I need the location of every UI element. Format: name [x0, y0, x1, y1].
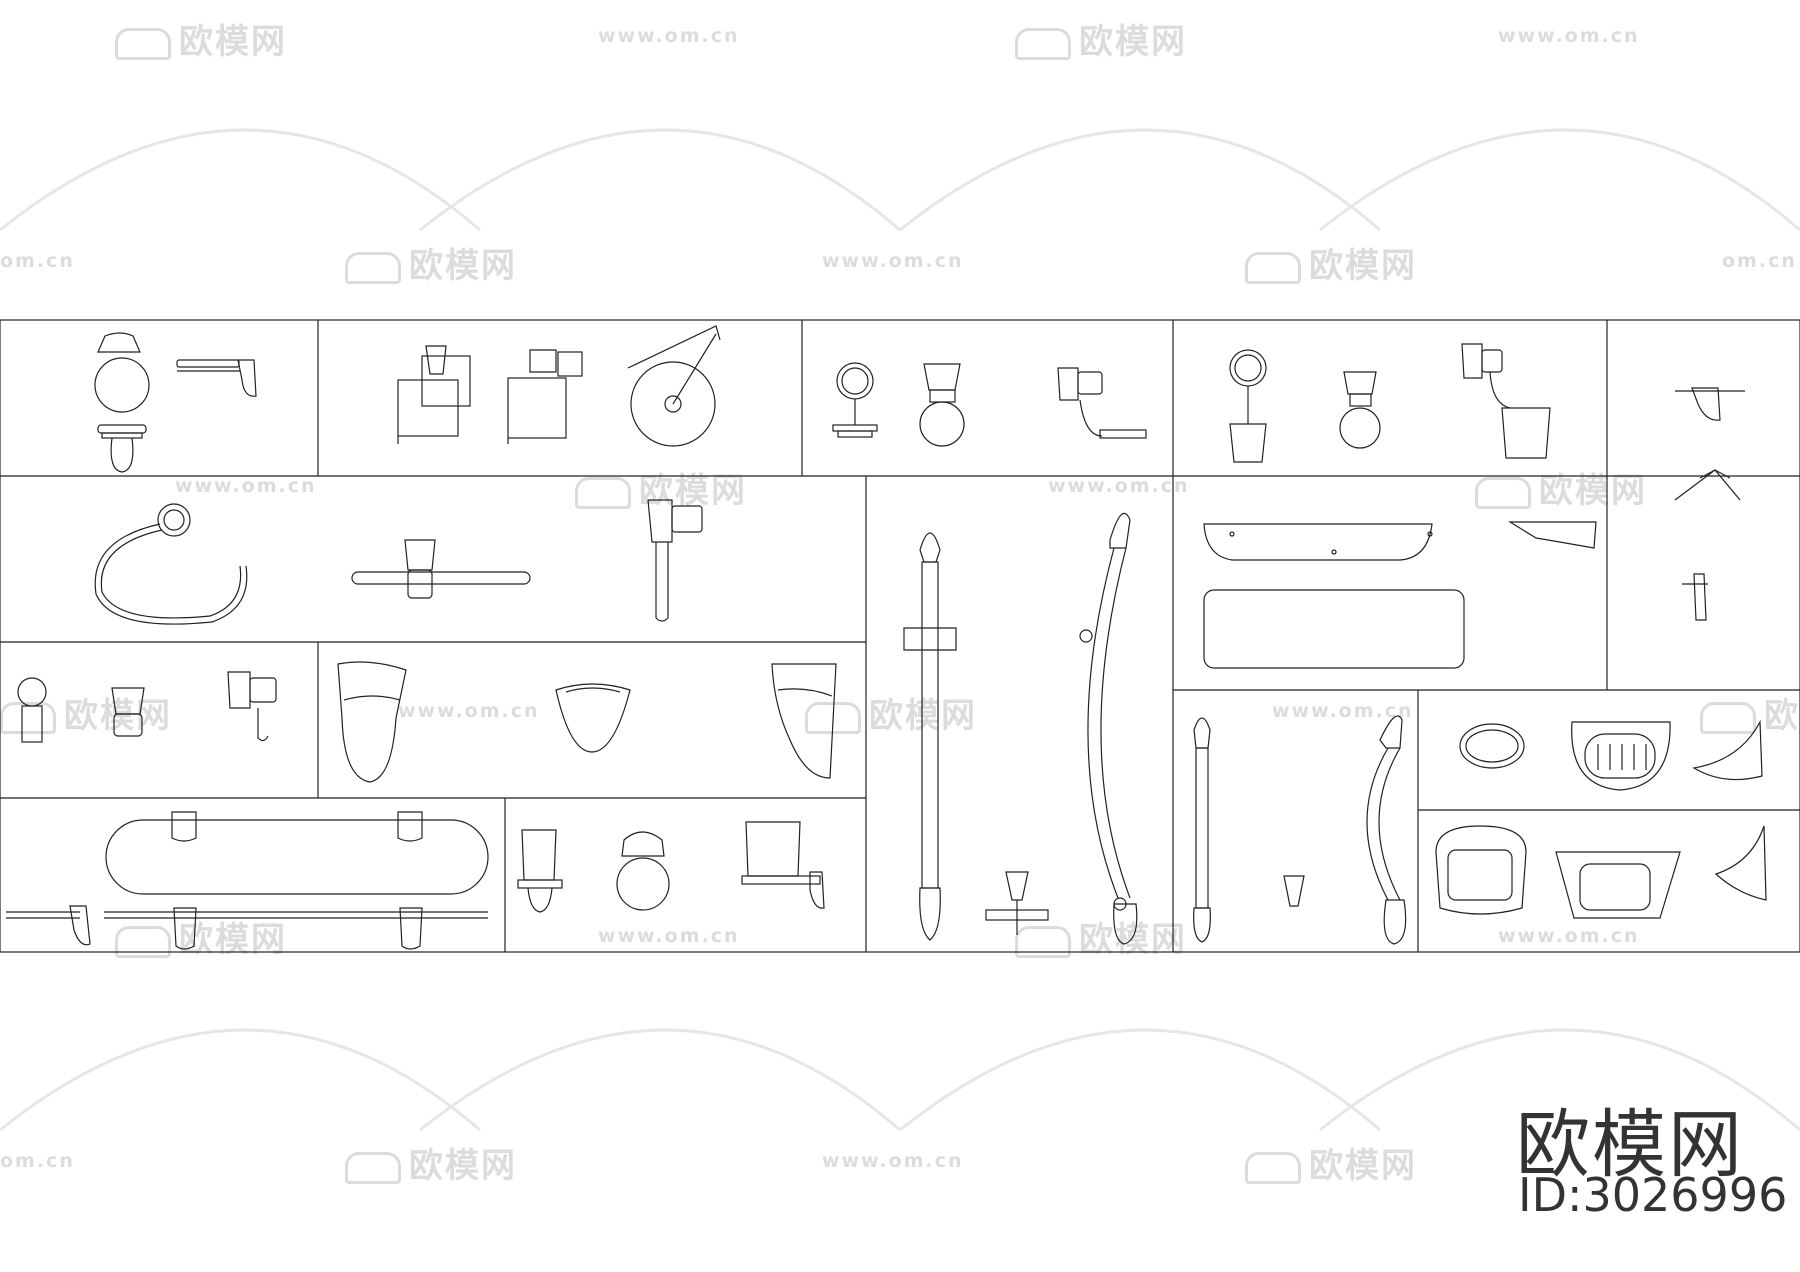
watermark-url: www.om.cn [175, 475, 317, 497]
hook-icon [1682, 573, 1708, 621]
soap-box-icon [1435, 825, 1527, 915]
watermark-url: www.om.cn [822, 250, 964, 272]
watermark-url: www.om.cn [1048, 475, 1190, 497]
watermark-url: www.om.cn [398, 700, 540, 722]
grab-bar-icon [1193, 717, 1211, 943]
robe-hook-icon [647, 499, 703, 622]
panel-grid [0, 319, 1800, 953]
paper-roll-holder-icon [627, 325, 721, 447]
brand-logo-text: 欧模网 [1516, 1102, 1744, 1188]
shower-slide-bar-icon [903, 532, 957, 941]
watermark-brand: 欧模网 [1015, 14, 1187, 63]
hook-icon [1675, 387, 1745, 421]
curved-grab-bar-icon [1079, 512, 1138, 945]
watermark-brand: 欧模网 [0, 688, 172, 737]
soap-dish-icon [1714, 825, 1767, 901]
cup-holder-icon [771, 663, 837, 779]
watermark-brand: 欧模网 [1245, 238, 1417, 287]
watermark-brand: 欧模网 [345, 1138, 517, 1187]
toilet-paper-holder-icon [397, 345, 471, 444]
soap-dish-icon [1459, 723, 1525, 769]
watermark-url: www.om.cn [1498, 925, 1640, 947]
watermark-brand: 欧模网 [1475, 463, 1647, 512]
watermark-brand: 欧模网 [1245, 1138, 1417, 1187]
watermark-brand: 欧模网 [345, 238, 517, 287]
watermark-url: www.om.cn [822, 1150, 964, 1172]
watermark-url: www.om.cn [598, 25, 740, 47]
watermark-brand: 欧模网 [1015, 912, 1187, 961]
soap-box-icon [1555, 851, 1681, 919]
soap-dish-icon [741, 821, 825, 909]
soap-dish-icon [555, 683, 631, 753]
robe-hook-icon [227, 671, 277, 742]
model-id-label: ID:3026996 [1518, 1168, 1788, 1222]
toilet-brush-holder-icon [17, 677, 47, 743]
corner-shelf-icon [1674, 469, 1741, 501]
soap-dish-icon [1692, 719, 1763, 781]
shaving-mirror-icon [1229, 349, 1267, 463]
watermark-url: www.om.cn [1272, 700, 1414, 722]
cup-holder-icon [337, 661, 407, 783]
watermark-url: om.cn [0, 1150, 75, 1172]
tumbler-holder-icon [919, 363, 965, 447]
shaving-mirror-icon [832, 362, 878, 438]
glass-shelf-icon [104, 811, 489, 950]
cup-holder-icon [1283, 875, 1305, 907]
watermark-brand: 欧模网 [115, 14, 287, 63]
tumbler-holder-icon [94, 332, 150, 473]
shelf-bracket-icon [1507, 521, 1597, 549]
watermark-brand: 欧模网 [1700, 688, 1800, 737]
watermark-url: www.om.cn [598, 925, 740, 947]
shelf-bracket-icon [6, 905, 91, 946]
soap-dish-icon [1057, 367, 1147, 439]
tumbler-holder-icon [616, 831, 670, 911]
watermark-brand: 欧模网 [575, 463, 747, 512]
tumbler-holder-icon [111, 687, 145, 737]
wall-shelf-icon [1203, 523, 1465, 669]
tumbler-holder-icon [1339, 371, 1381, 449]
towel-ring-icon [94, 503, 248, 625]
tumbler-holder-icon [517, 829, 563, 913]
shower-holder-icon [985, 871, 1049, 935]
watermark-url: om.cn [1722, 250, 1797, 272]
watermark-url: www.om.cn [1498, 25, 1640, 47]
toothbrush-holder-icon [1461, 343, 1551, 459]
towel-bar-icon [351, 539, 531, 599]
soap-dish-icon [176, 359, 257, 397]
soap-dish-icon [1571, 721, 1671, 791]
watermark-brand: 欧模网 [115, 912, 287, 961]
watermark-url: om.cn [0, 250, 75, 272]
curved-grab-bar-icon [1366, 715, 1407, 945]
toilet-paper-holder-icon [507, 349, 583, 444]
